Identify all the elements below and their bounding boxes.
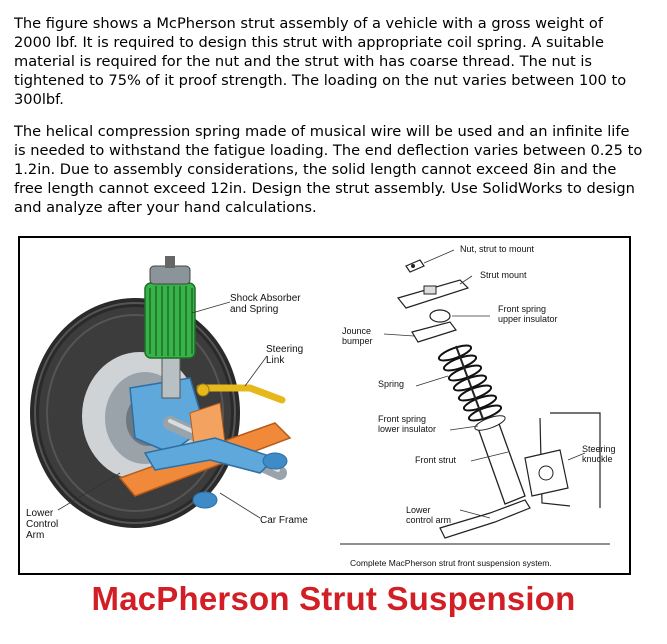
label-front-spring-upper-insulator: Front spring upper insulator — [498, 304, 558, 324]
label-lower-control-arm-left: Lower Control Arm — [26, 508, 59, 541]
label-lower-control-arm-right: Lower control arm — [406, 505, 452, 525]
suspension-figure: Shock Absorber and Spring Steering Link … — [18, 236, 631, 575]
suspension-illustration — [30, 249, 610, 545]
label-spring: Spring — [378, 379, 405, 389]
label-steering-knuckle: Steering knuckle — [582, 444, 616, 464]
label-nut-strut-mount: Nut, strut to mount — [460, 244, 535, 254]
figure-title: MacPherson Strut Suspension — [91, 580, 576, 617]
label-front-strut: Front strut — [415, 455, 457, 465]
label-jounce-bumper: Jounce bumper — [342, 326, 373, 346]
problem-paragraph-2: The helical compression spring made of m… — [14, 123, 643, 216]
label-steering-link: Steering Link — [266, 344, 304, 366]
problem-paragraph-1: The figure shows a McPherson strut assem… — [14, 15, 627, 108]
figure-caption: Complete MacPherson strut front suspensi… — [350, 558, 552, 568]
label-shock-absorber: Shock Absorber and Spring — [230, 293, 301, 315]
label-car-frame: Car Frame — [260, 515, 308, 526]
label-strut-mount: Strut mount — [480, 270, 527, 280]
label-front-spring-lower-insulator: Front spring lower insulator — [378, 414, 437, 434]
